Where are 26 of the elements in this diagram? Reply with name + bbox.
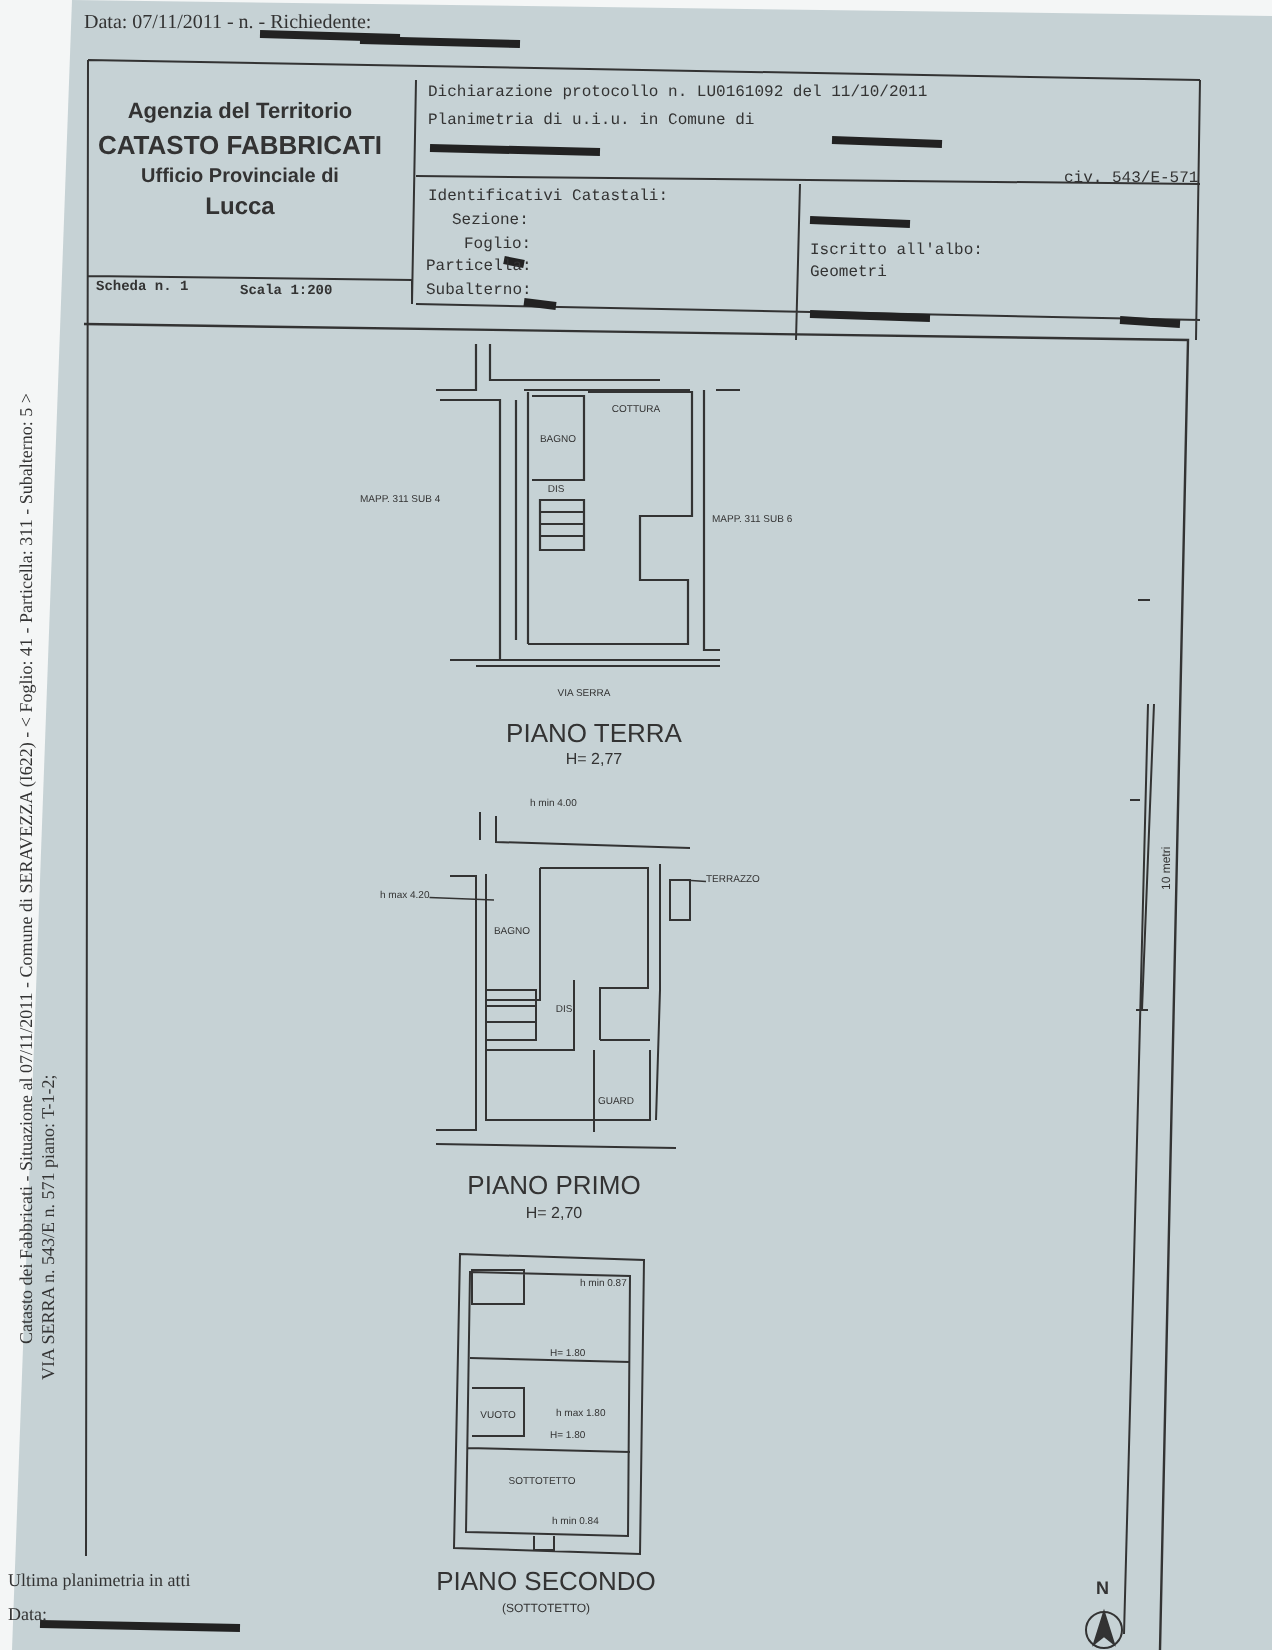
office-title: CATASTO FABBRICATI — [97, 132, 383, 161]
civic-number: civ. 543/E-571 — [1064, 172, 1199, 190]
plan-municipality-text: Planimetria di u.i.u. in Comune di — [428, 114, 755, 132]
floor-title: PIANO SECONDO — [436, 1568, 656, 1597]
office-subtitle: Lucca — [205, 194, 275, 221]
field-label: Foglio: — [464, 238, 532, 256]
leader-line — [428, 896, 495, 901]
field-label: Sezione: — [452, 214, 529, 232]
north-label: N — [1096, 1580, 1109, 1600]
note-text: Data: — [8, 1606, 47, 1626]
vertical-address-text: VIA SERRA n. 543/E n. 571 piano: T-1-2; — [40, 1074, 60, 1380]
office-title: Agenzia del Territorio — [127, 100, 353, 125]
field-value: Geometri — [810, 266, 887, 284]
vertical-document-text: Catasto dei Fabbricati - Situazione al 07/11/2011 - Comune di SERAVEZZA (I622) - < Foglio: 41 - Particella: 311 - Subalterno: 5 > — [18, 393, 38, 1344]
height-label: H= 2,77 — [565, 752, 623, 770]
leader-line — [683, 879, 707, 883]
field-label: Identificativi Catastali: — [428, 190, 669, 208]
office-subtitle: Ufficio Provinciale di — [141, 166, 339, 188]
note-text: Ultima planimetria in atti — [8, 1572, 191, 1592]
header-text: Data: 07/11/2011 - n. - Richiedente: — [84, 12, 372, 34]
height-label: H= 2,70 — [525, 1206, 583, 1224]
floor-title: PIANO TERRA — [506, 720, 682, 749]
declaration-text: Dichiarazione protocollo n. LU0161092 del 11/10/2011 — [428, 86, 928, 104]
field-label: Subalterno: — [426, 284, 532, 302]
floor-title: PIANO PRIMO — [467, 1172, 641, 1201]
field-label: Iscritto all'albo: — [810, 244, 983, 262]
